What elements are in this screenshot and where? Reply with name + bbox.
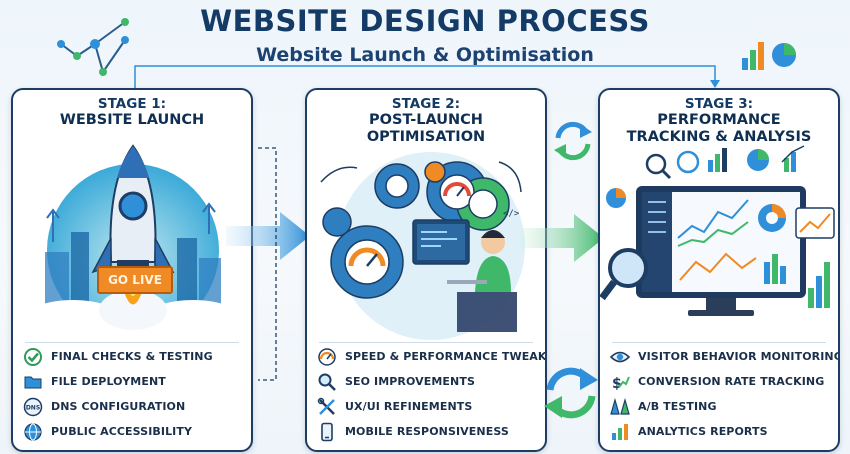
eye-icon — [610, 351, 630, 362]
stage-3-title: PERFORMANCE TRACKING & ANALYSIS — [626, 112, 812, 145]
page-subtitle: Website Launch & Optimisation — [256, 44, 594, 66]
dns-icon-text: DNS — [26, 404, 40, 411]
stage-2-divider — [319, 342, 533, 343]
list-item: MOBILE RESPONSIVENESS — [317, 419, 541, 444]
dns-icon: DNS — [23, 397, 43, 416]
stage-3-card: STAGE 3: PERFORMANCE TRACKING & ANALYSIS — [598, 88, 840, 452]
list-item-text: MOBILE RESPONSIVENESS — [345, 425, 509, 438]
svg-text:</>: </> — [503, 209, 520, 219]
dashed-connector — [258, 147, 277, 381]
header-connector — [134, 65, 720, 90]
svg-text:$: $ — [612, 376, 622, 392]
network-graph-icon — [57, 18, 129, 76]
list-item-text: PUBLIC ACCESSIBILITY — [51, 425, 193, 438]
bar-chart-icon — [612, 423, 628, 440]
list-item: SEO IMPROVEMENTS — [317, 369, 541, 394]
stage-2-title: POST-LAUNCH OPTIMISATION — [366, 112, 486, 145]
stage-2-label: STAGE 2: — [391, 96, 461, 112]
list-item-text: ANALYTICS REPORTS — [638, 425, 768, 438]
tools-icon — [317, 397, 335, 415]
stage-1-card: STAGE 1: WEBSITE LAUNCH — [11, 88, 253, 452]
list-item-text: SPEED & PERFORMANCE TWEAKS — [345, 350, 547, 363]
list-item-text: FILE DEPLOYMENT — [51, 375, 166, 388]
analytics-dashboard-illustration — [600, 145, 835, 316]
stage-2-to-3-arrow — [520, 214, 604, 262]
stage-1-to-2-arrow — [226, 212, 310, 260]
optimisation-gears-illustration: </> — [320, 152, 525, 340]
stage-2-list: SPEED & PERFORMANCE TWEAKS SEO IMPROVEME… — [317, 344, 545, 444]
refresh-cycle-large-icon — [544, 367, 598, 419]
header-bar-chart-icon — [742, 42, 796, 70]
stage-3-divider — [612, 342, 826, 343]
list-item-text: CONVERSION RATE TRACKING — [638, 375, 825, 388]
list-item: A/B TESTING — [610, 394, 834, 419]
stage-3-list: VISITOR BEHAVIOR MONITORING $ CONVERSION… — [610, 344, 838, 444]
list-item: PUBLIC ACCESSIBILITY — [23, 419, 247, 444]
stage-2-card: STAGE 2: POST-LAUNCH OPTIMISATION — [305, 88, 547, 452]
mobile-icon — [321, 422, 333, 441]
magnifier-icon — [318, 373, 336, 391]
speedometer-icon — [318, 347, 336, 366]
list-item: SPEED & PERFORMANCE TWEAKS — [317, 344, 545, 369]
list-item-text: UX/UI REFINEMENTS — [345, 400, 473, 413]
stage-1-label: STAGE 1: — [97, 96, 167, 112]
check-circle-icon — [24, 347, 42, 366]
stage-1-divider — [25, 342, 239, 343]
list-item-text: DNS CONFIGURATION — [51, 400, 186, 413]
list-item-text: VISITOR BEHAVIOR MONITORING — [638, 350, 840, 363]
page-title: WEBSITE DESIGN PROCESS — [200, 4, 650, 38]
list-item: ANALYTICS REPORTS — [610, 419, 834, 444]
refresh-cycle-icon — [554, 121, 592, 161]
list-item-text: FINAL CHECKS & TESTING — [51, 350, 213, 363]
list-item: VISITOR BEHAVIOR MONITORING — [610, 344, 838, 369]
go-live-banner: GO LIVE — [97, 266, 173, 294]
list-item: FILE DEPLOYMENT — [23, 369, 247, 394]
list-item: DNS DNS CONFIGURATION — [23, 394, 247, 419]
list-item: FINAL CHECKS & TESTING — [23, 344, 247, 369]
globe-icon — [24, 422, 42, 441]
stage-1-list: FINAL CHECKS & TESTING FILE DEPLOYMENT D… — [23, 344, 247, 444]
stage-3-label: STAGE 3: — [684, 96, 754, 112]
ab-test-icon — [610, 397, 630, 415]
stage-1-title: WEBSITE LAUNCH — [59, 112, 205, 128]
dollar-arrow-icon: $ — [612, 376, 630, 392]
rocket-launch-illustration — [23, 144, 243, 344]
list-item: $ CONVERSION RATE TRACKING — [610, 369, 834, 394]
list-item: UX/UI REFINEMENTS — [317, 394, 541, 419]
list-item-text: A/B TESTING — [638, 400, 717, 413]
list-item-text: SEO IMPROVEMENTS — [345, 375, 475, 388]
folder-icon — [24, 376, 42, 388]
